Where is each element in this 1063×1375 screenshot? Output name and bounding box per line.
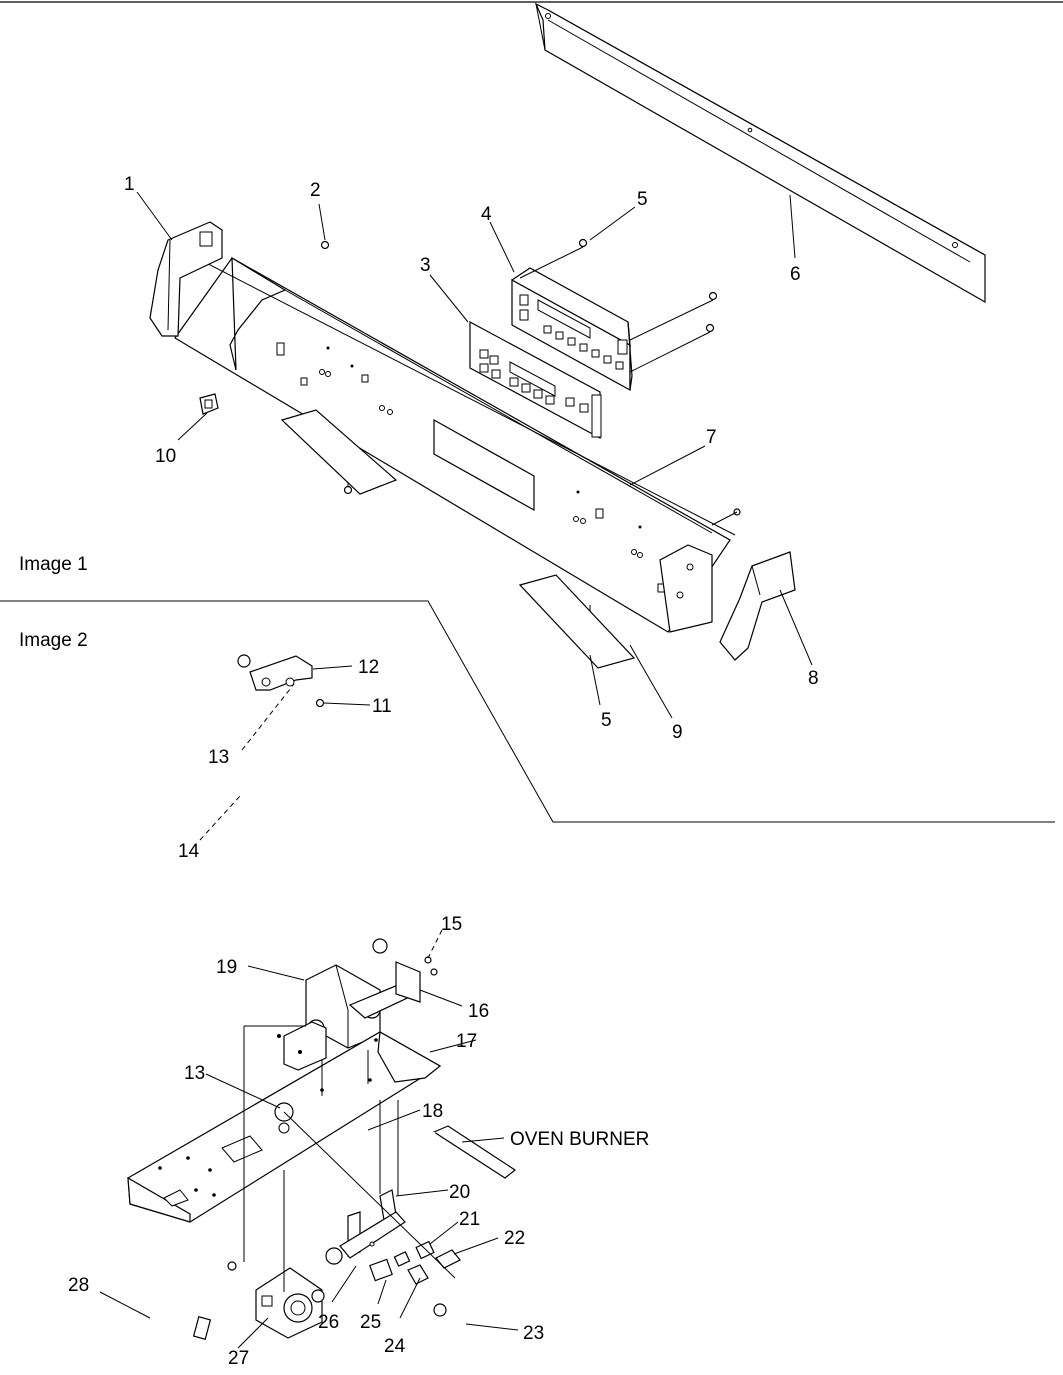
callout-19: 19 [216,957,237,978]
callout-7: 7 [706,427,717,448]
callout-6: 6 [790,264,801,285]
callout-9: 9 [672,722,683,743]
part-20-manifold [325,1189,406,1265]
leaders-image-1 [136,191,813,719]
part-9-lower-shields [280,409,636,669]
part-16-bracket [395,956,438,1003]
part-1-left-end-cap [149,221,223,337]
callout-11: 11 [372,696,392,717]
part-6-trim-strip [534,2,986,304]
callout-3: 3 [420,255,431,276]
callout-26: 26 [318,1312,339,1333]
callout-10: 10 [155,446,176,467]
callout-4: 4 [481,204,492,225]
part-27-safety-valve [255,1267,325,1339]
part-7-control-panel [174,251,736,633]
part-14-gas-tube [237,654,412,954]
callout-23: 23 [523,1323,544,1344]
alignment-lines-image-2 [243,1025,456,1292]
part-28-capillary-tube [130,1261,237,1358]
callout-13-upper: 13 [208,747,229,768]
callout-14: 14 [178,841,200,862]
callout-20: 20 [449,1182,470,1203]
part-3-keypad-overlay [469,320,602,440]
callout-17: 17 [456,1031,477,1052]
section-divider [0,600,1055,823]
part-8-right-end-cap [719,551,796,661]
oven-burner-label: OVEN BURNER [510,1129,649,1150]
part-17-burner-base [127,1031,442,1223]
fittings-21-26 [369,1240,461,1285]
callout-27: 27 [228,1348,249,1369]
callout-25: 25 [360,1312,381,1333]
part-23-u-tube [426,1279,469,1347]
callout-5-upper: 5 [637,189,648,210]
callout-21: 21 [459,1209,480,1230]
part-10-clip [199,393,219,415]
callout-1: 1 [124,174,135,195]
callout-24: 24 [384,1336,406,1357]
callout-15: 15 [441,914,462,935]
oven-burner-tube [430,1125,517,1179]
callout-16: 16 [468,1001,489,1022]
part-12-bracket [249,655,325,708]
callout-22: 22 [504,1228,525,1249]
valve-mount-bracket [277,1021,327,1071]
section-label-image-1: Image 1 [19,554,88,575]
callout-13-lower: 13 [184,1063,205,1084]
callout-28: 28 [68,1275,89,1296]
section-label-image-2: Image 2 [19,630,88,651]
callout-2: 2 [310,180,321,201]
callout-8: 8 [808,668,819,689]
callout-18: 18 [422,1101,443,1122]
part-4-clock-module [510,267,633,392]
callout-12: 12 [358,657,379,678]
leaders-image-2 [99,665,519,1349]
callout-5-lower: 5 [601,710,612,731]
